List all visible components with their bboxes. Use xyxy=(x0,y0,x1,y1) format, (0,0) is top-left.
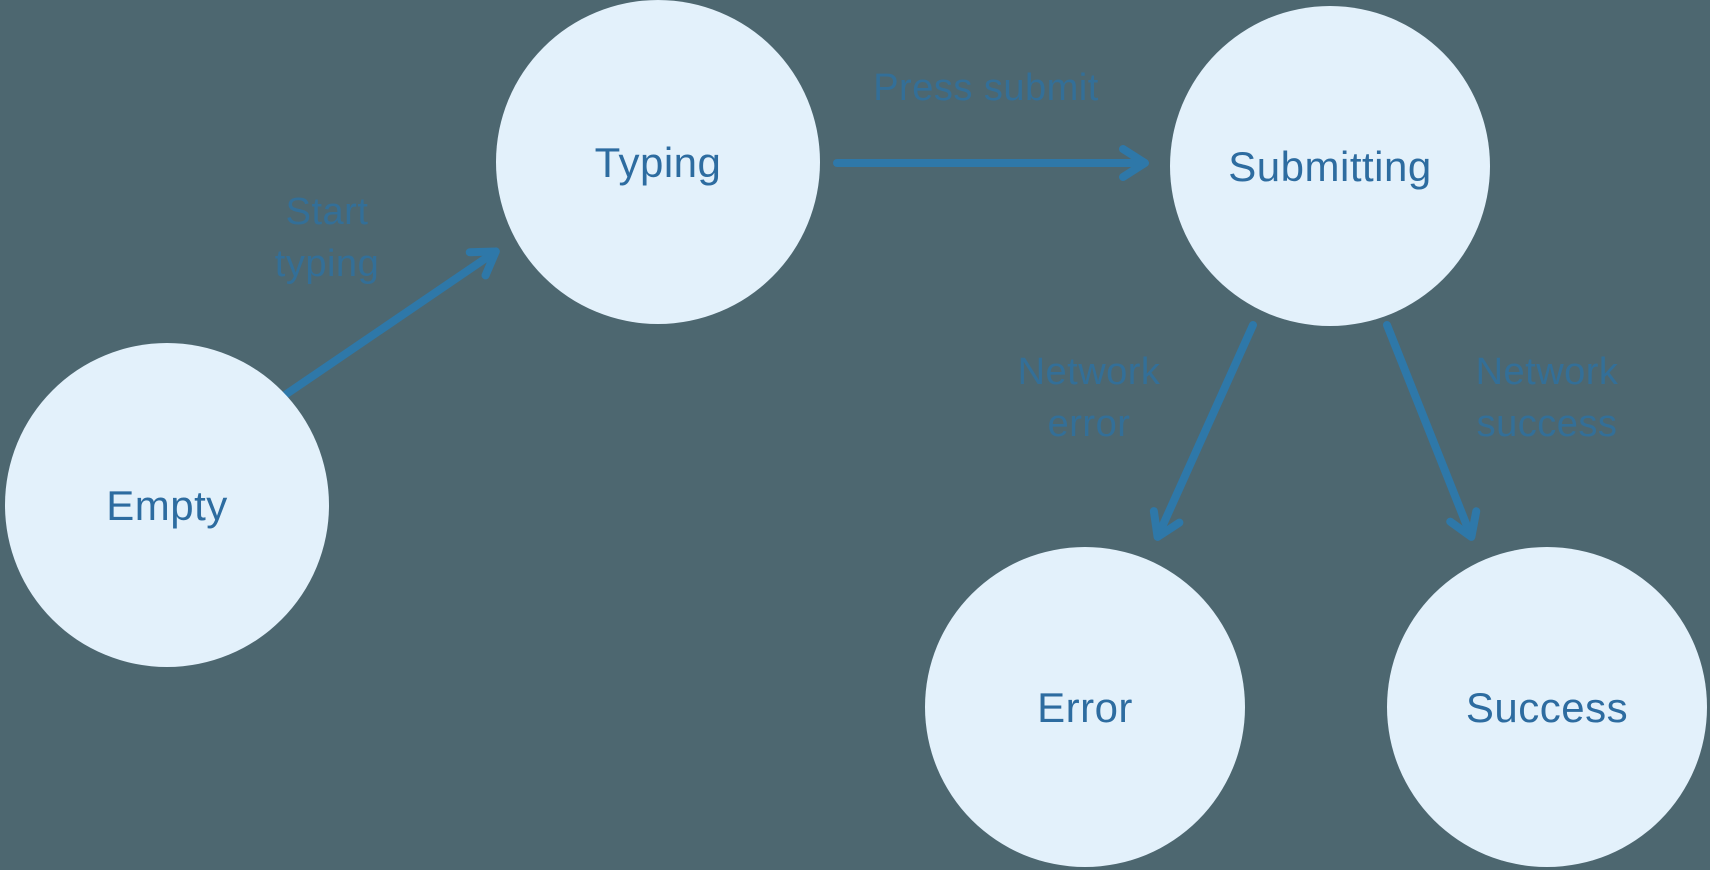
state-node-error xyxy=(925,547,1245,867)
state-node-empty xyxy=(5,343,329,667)
state-node-submitting xyxy=(1170,6,1490,326)
transition-label-line: Press submit xyxy=(873,67,1099,109)
transition-label-network-error: Network error xyxy=(1018,351,1161,445)
transition-arrow-network-error xyxy=(1149,321,1257,541)
transition-label-line: Network xyxy=(1018,351,1161,393)
transition-label-start-typing: Start typing xyxy=(275,191,379,285)
transition-label-line: typing xyxy=(275,243,379,285)
transition-label-line: Start xyxy=(286,191,369,233)
transition-label-line: success xyxy=(1477,403,1618,445)
transition-label-network-success: Network success xyxy=(1476,351,1619,445)
state-label-submitting: Submitting xyxy=(1228,143,1431,190)
transition-arrow-network-success xyxy=(1383,321,1481,541)
state-label-typing: Typing xyxy=(595,139,722,186)
state-label-success: Success xyxy=(1466,684,1628,731)
state-label-error: Error xyxy=(1037,684,1133,731)
state-node-success xyxy=(1387,547,1707,867)
state-label-empty: Empty xyxy=(106,482,228,529)
transition-label-press-submit: Press submit xyxy=(873,67,1099,109)
transition-label-line: error xyxy=(1048,403,1131,445)
transition-arrow-start-typing xyxy=(281,247,500,399)
state-node-typing xyxy=(496,0,820,324)
transition-label-line: Network xyxy=(1476,351,1619,393)
